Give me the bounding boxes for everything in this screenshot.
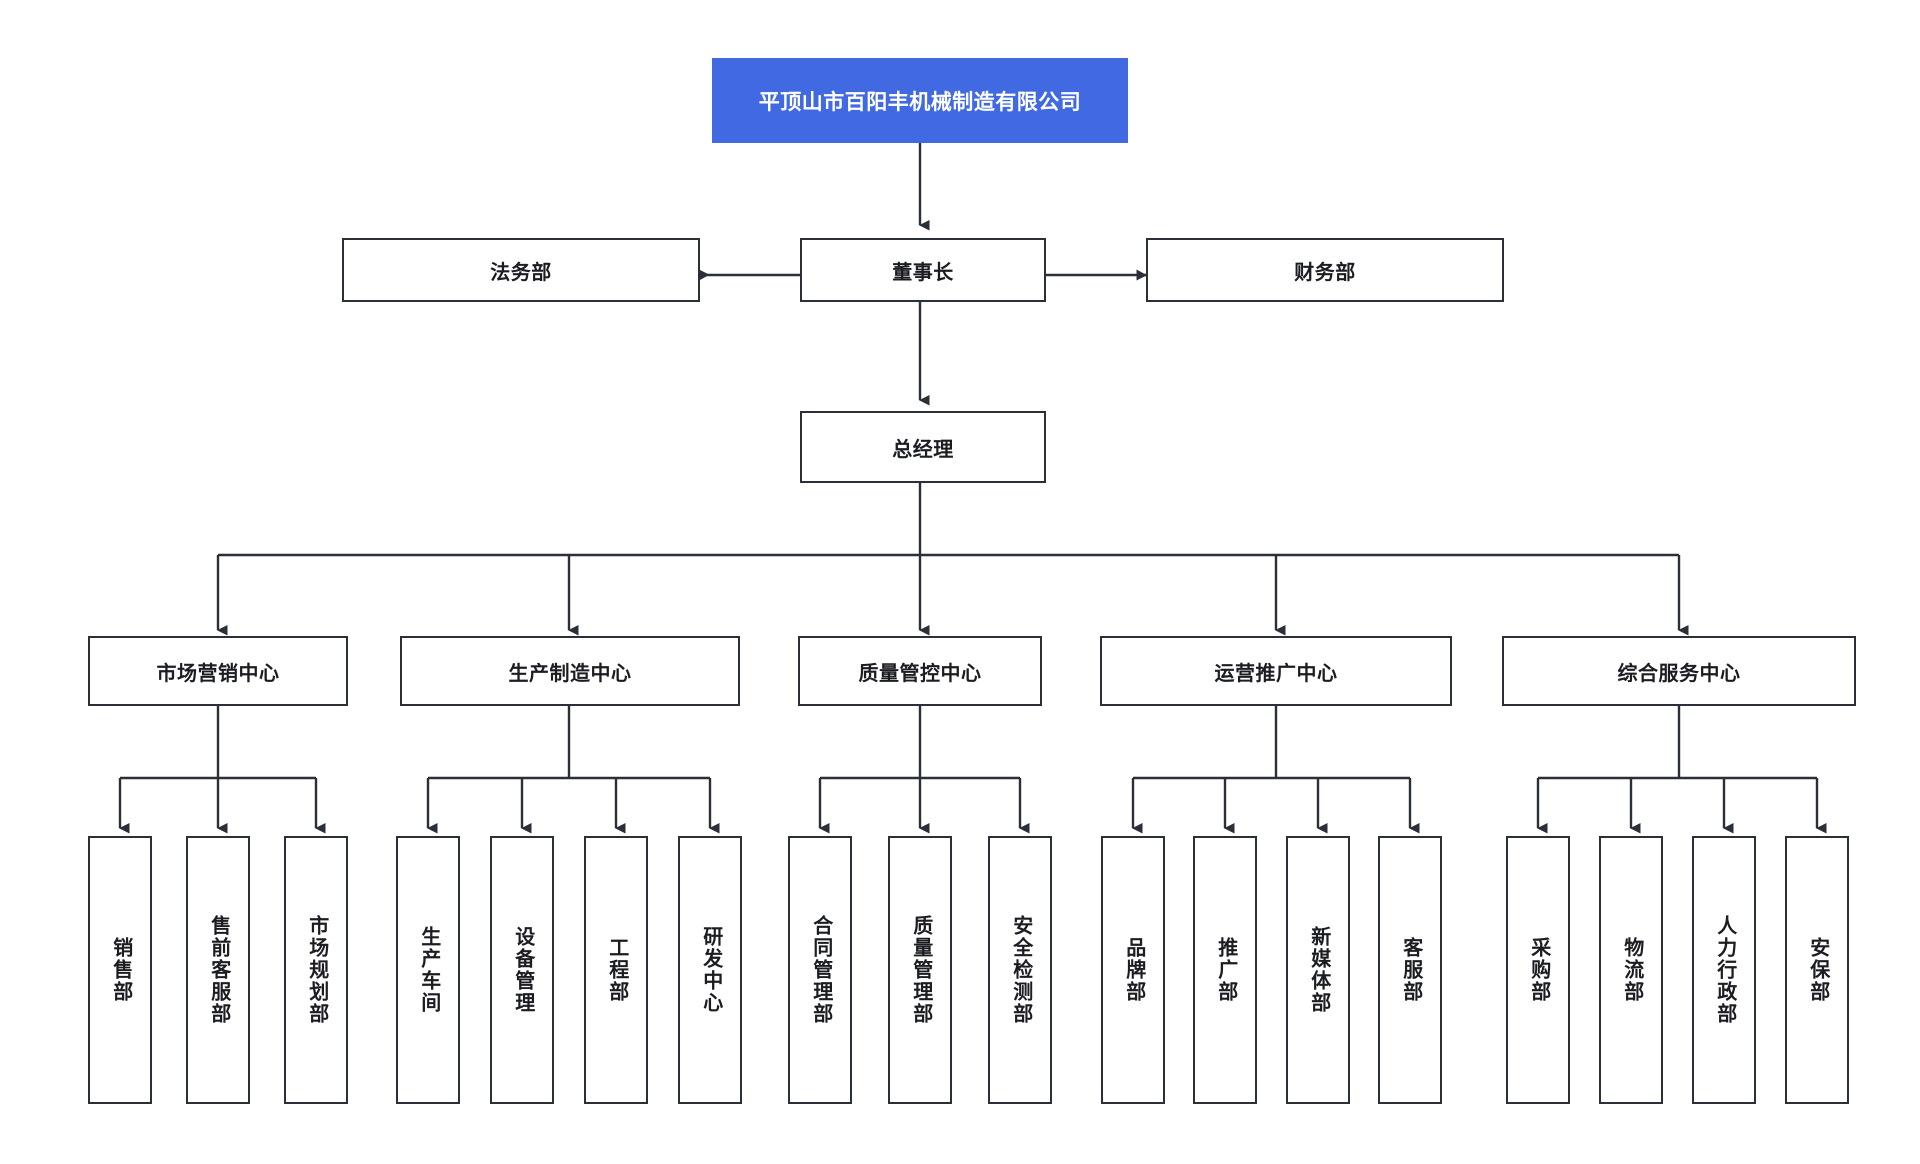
node-dept-sales[interactable]: 销售部 [88,836,152,1104]
node-dept-rnd-center[interactable]: 研发中心 [678,836,742,1104]
node-finance-department-label: 财务部 [1294,261,1356,284]
node-chairman-label: 董事长 [892,261,954,284]
node-dept-presales-service[interactable]: 售前客服部 [186,836,250,1104]
node-center-quality-label: 质量管控中心 [858,662,982,685]
node-dept-equipment-management[interactable]: 设备管理 [490,836,554,1104]
node-dept-promotion-label: 推广部 [1214,937,1237,1003]
node-dept-rnd-center-label: 研发中心 [699,926,722,1014]
node-dept-equipment-management-label: 设备管理 [511,926,534,1014]
node-dept-logistics-label: 物流部 [1620,937,1643,1003]
node-center-general-services[interactable]: 综合服务中心 [1502,636,1856,706]
node-root-company[interactable]: 平顶山市百阳丰机械制造有限公司 [712,58,1128,143]
node-chairman[interactable]: 董事长 [800,238,1046,302]
node-dept-new-media-label: 新媒体部 [1307,926,1330,1014]
node-root-company-label: 平顶山市百阳丰机械制造有限公司 [758,90,1082,114]
node-center-general-services-label: 综合服务中心 [1617,662,1741,685]
node-dept-procurement[interactable]: 采购部 [1506,836,1570,1104]
node-dept-engineering[interactable]: 工程部 [584,836,648,1104]
node-dept-customer-service-label: 客服部 [1399,937,1422,1003]
node-dept-hr-admin[interactable]: 人力行政部 [1692,836,1756,1104]
node-dept-sales-label: 销售部 [109,937,132,1003]
node-dept-quality-management-label: 质量管理部 [909,915,932,1025]
node-center-operations-label: 运营推广中心 [1214,662,1338,685]
node-dept-presales-service-label: 售前客服部 [207,915,230,1025]
node-dept-promotion[interactable]: 推广部 [1193,836,1257,1104]
node-legal-department[interactable]: 法务部 [342,238,700,302]
node-dept-brand-label: 品牌部 [1122,937,1145,1003]
node-dept-market-planning-label: 市场规划部 [305,915,328,1025]
node-dept-production-workshop[interactable]: 生产车间 [396,836,460,1104]
node-dept-safety-inspection-label: 安全检测部 [1009,915,1032,1025]
node-dept-market-planning[interactable]: 市场规划部 [284,836,348,1104]
node-dept-procurement-label: 采购部 [1527,937,1550,1003]
node-dept-hr-admin-label: 人力行政部 [1713,915,1736,1025]
node-general-manager-label: 总经理 [892,438,954,461]
node-dept-production-workshop-label: 生产车间 [417,926,440,1014]
node-center-operations[interactable]: 运营推广中心 [1100,636,1452,706]
node-dept-brand[interactable]: 品牌部 [1101,836,1165,1104]
node-dept-new-media[interactable]: 新媒体部 [1286,836,1350,1104]
node-dept-quality-management[interactable]: 质量管理部 [888,836,952,1104]
node-dept-security[interactable]: 安保部 [1785,836,1849,1104]
node-general-manager[interactable]: 总经理 [800,411,1046,483]
node-legal-department-label: 法务部 [490,261,552,284]
node-center-marketing[interactable]: 市场营销中心 [88,636,348,706]
node-dept-customer-service[interactable]: 客服部 [1378,836,1442,1104]
node-center-quality[interactable]: 质量管控中心 [798,636,1042,706]
node-center-manufacturing[interactable]: 生产制造中心 [400,636,740,706]
node-center-marketing-label: 市场营销中心 [156,662,280,685]
node-dept-safety-inspection[interactable]: 安全检测部 [988,836,1052,1104]
node-finance-department[interactable]: 财务部 [1146,238,1504,302]
node-dept-contract-management[interactable]: 合同管理部 [788,836,852,1104]
node-dept-engineering-label: 工程部 [605,937,628,1003]
node-dept-contract-management-label: 合同管理部 [809,915,832,1025]
node-dept-security-label: 安保部 [1806,937,1829,1003]
node-center-manufacturing-label: 生产制造中心 [508,662,632,685]
node-dept-logistics[interactable]: 物流部 [1599,836,1663,1104]
